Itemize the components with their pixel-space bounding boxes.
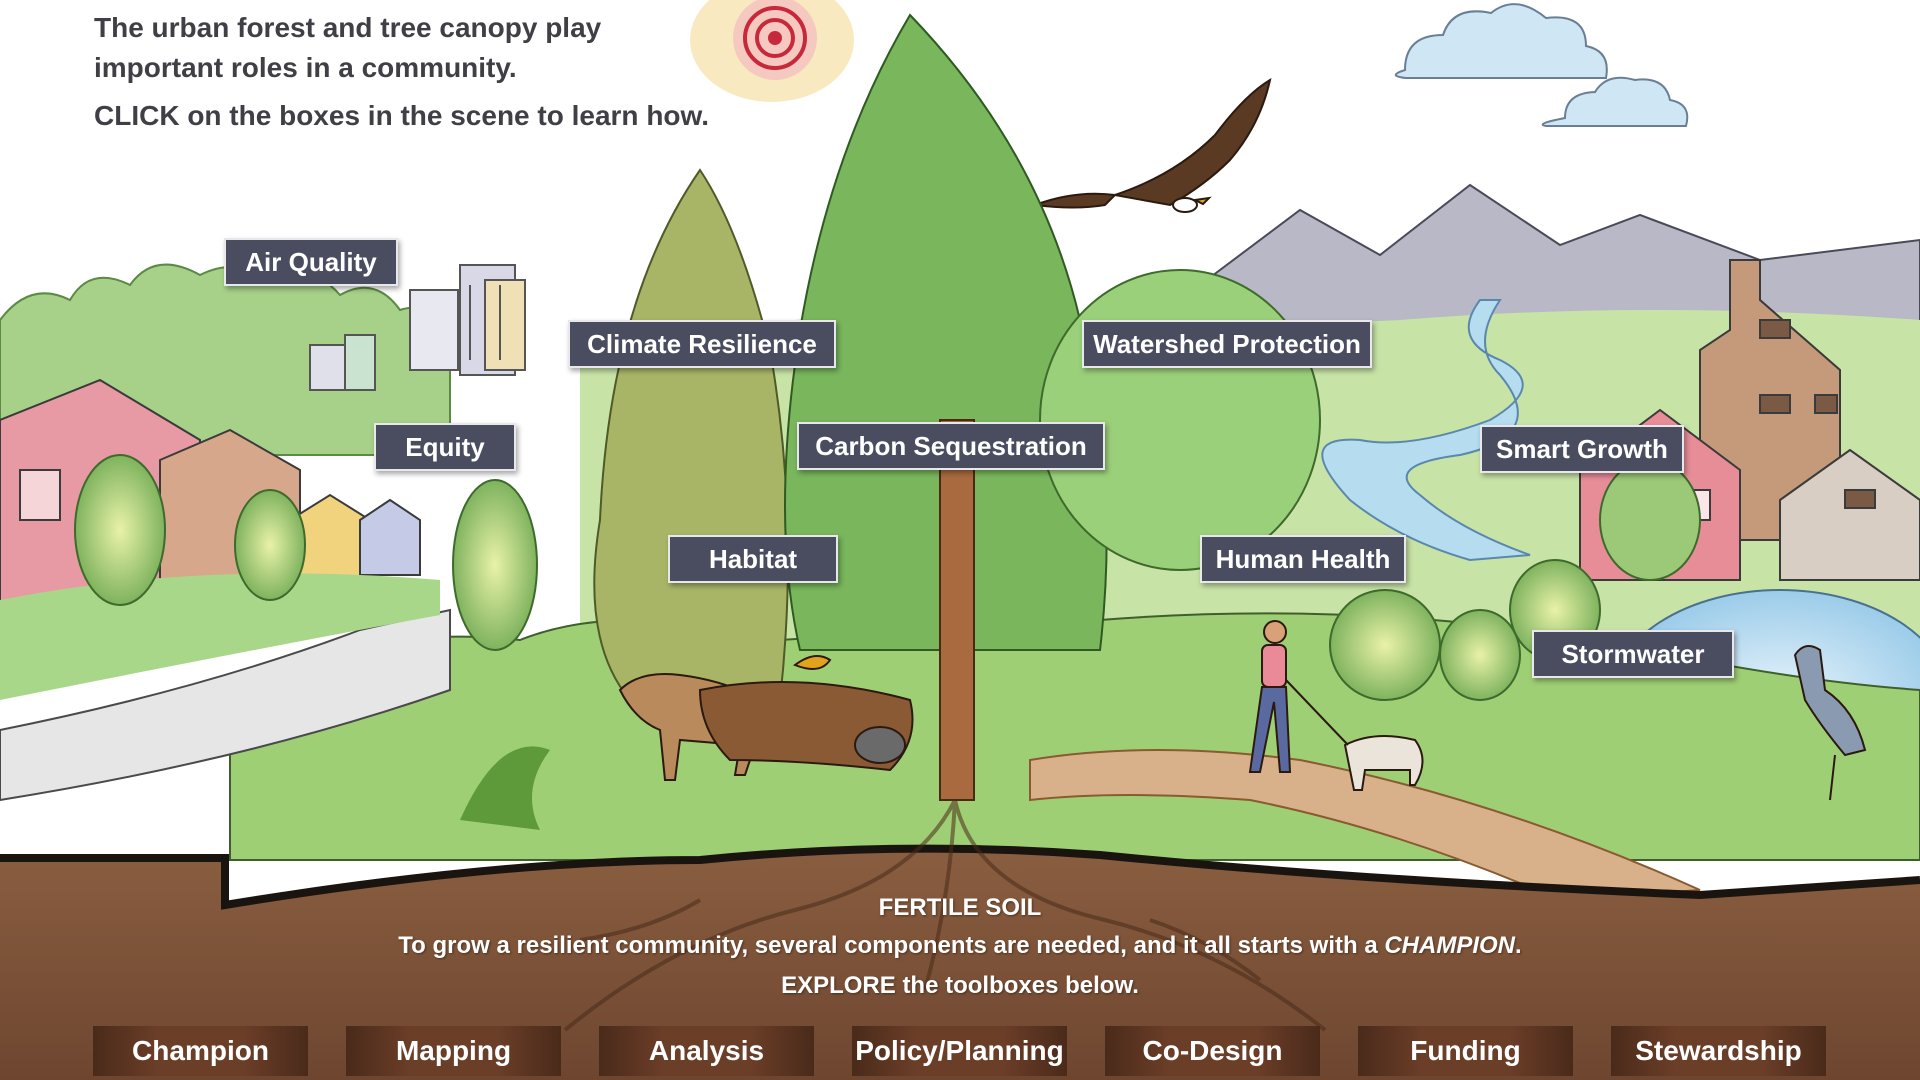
air-quality-button[interactable]: Air Quality	[224, 238, 398, 286]
toolbox-policy-planning[interactable]: Policy/Planning	[852, 1026, 1067, 1076]
street-illustration	[0, 608, 451, 802]
intro-text: The urban forest and tree canopy play im…	[94, 8, 709, 136]
smart-growth-button[interactable]: Smart Growth	[1480, 425, 1684, 473]
toolbox-funding[interactable]: Funding	[1358, 1026, 1573, 1076]
toolbox-co-design[interactable]: Co-Design	[1105, 1026, 1320, 1076]
toolbox-champion[interactable]: Champion	[93, 1026, 308, 1076]
soil-description: To grow a resilient community, several c…	[0, 932, 1920, 960]
eagle-illustration	[1034, 77, 1272, 213]
walker-with-dog-illustration	[1248, 620, 1424, 791]
walking-path-illustration	[1029, 749, 1701, 902]
toolbox-analysis[interactable]: Analysis	[599, 1026, 814, 1076]
clouds-illustration	[1394, 3, 1689, 127]
intro-line-1: The urban forest and tree canopy play	[94, 12, 602, 43]
human-health-button[interactable]: Human Health	[1200, 535, 1406, 583]
wildlife-illustration	[618, 645, 1867, 801]
equity-button[interactable]: Equity	[374, 423, 516, 471]
soil-explore-text: EXPLORE the toolboxes below.	[781, 972, 1139, 999]
city-buildings-illustration	[309, 264, 526, 391]
soil-description-suffix: .	[1515, 932, 1522, 959]
toolbox-stewardship[interactable]: Stewardship	[1611, 1026, 1826, 1076]
habitat-button[interactable]: Habitat	[668, 535, 838, 583]
soil-description-prefix: To grow a resilient community, several c…	[398, 932, 1385, 959]
stormwater-button[interactable]: Stormwater	[1532, 630, 1734, 678]
toolbox-mapping[interactable]: Mapping	[346, 1026, 561, 1076]
roots-illustration	[563, 799, 1327, 1032]
soil-heading: FERTILE SOIL	[878, 894, 1042, 921]
sun-illustration	[690, 0, 854, 102]
soil-illustration	[0, 848, 1920, 1080]
watershed-protection-button[interactable]: Watershed Protection	[1082, 320, 1372, 368]
climate-resilience-button[interactable]: Climate Resilience	[568, 320, 836, 368]
champion-emphasis: CHAMPION	[1384, 932, 1516, 959]
intro-instruction: CLICK on the boxes in the scene to learn…	[94, 100, 710, 131]
carbon-sequestration-button[interactable]: Carbon Sequestration	[797, 422, 1105, 470]
lawn-left-illustration	[0, 573, 440, 700]
intro-line-2: important roles in a community.	[94, 52, 517, 83]
